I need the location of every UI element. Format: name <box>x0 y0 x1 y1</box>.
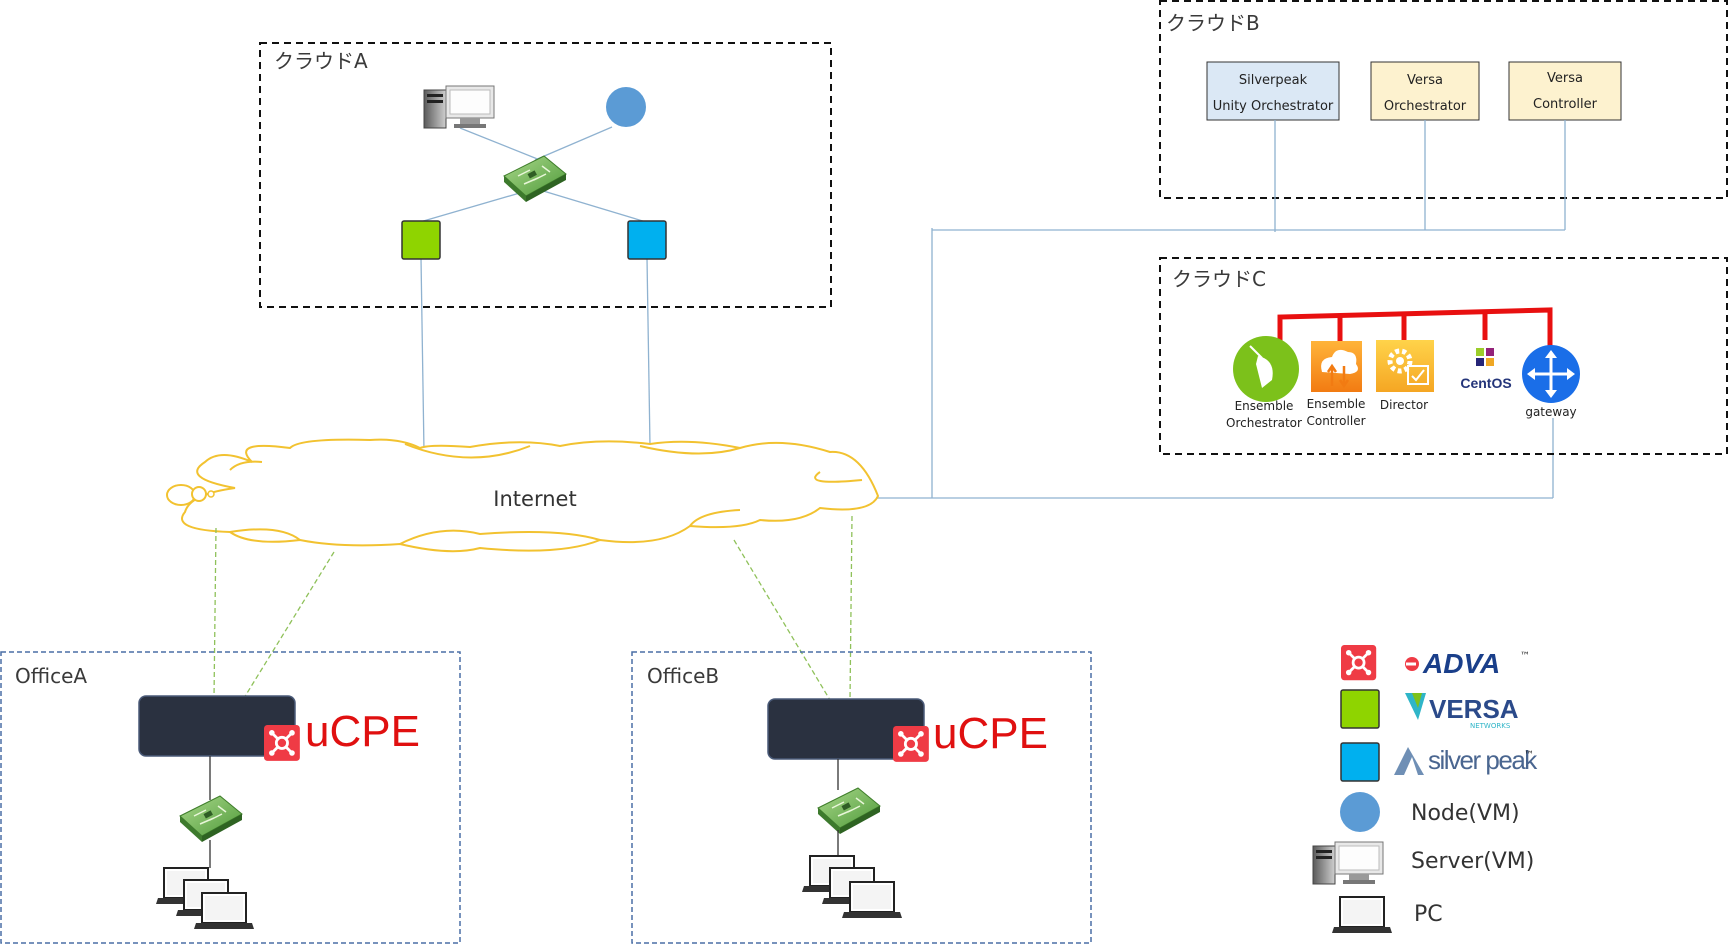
adva-icon <box>891 724 931 764</box>
cloud-a-title: クラウドA <box>274 49 368 73</box>
cloud-b-title: クラウドB <box>1166 11 1260 35</box>
svg-text:™: ™ <box>1524 750 1534 761</box>
svg-text:™: ™ <box>1520 651 1530 662</box>
cloud-a-group: クラウドA <box>259 42 832 453</box>
ensemble-controller-icon <box>1311 341 1362 392</box>
node-legend-label: Node(VM) <box>1411 801 1520 826</box>
svg-text:VERSA: VERSA <box>1429 694 1519 724</box>
gateway-router-icon <box>1522 345 1580 403</box>
legend: ADVA ™ VERSA NETWORKS silver peak ™ Node… <box>1312 643 1540 934</box>
management-links <box>870 120 1566 499</box>
internet-label: Internet <box>493 487 576 511</box>
cloud-c-group: クラウドC Ensemble Orchestrator Ensemble Con… <box>1159 257 1728 455</box>
director-label: Director <box>1380 398 1428 412</box>
versa-orchestrator-line1: Versa <box>1407 73 1443 88</box>
office-a-title: OfficeA <box>15 664 87 688</box>
pc-legend-label: PC <box>1414 902 1443 927</box>
red-bus <box>1277 307 1553 347</box>
versa-controller-line2: Controller <box>1533 97 1598 112</box>
office-a-frame <box>0 651 461 944</box>
centos-label: CentOS <box>1460 375 1511 391</box>
versa-legend-icon <box>1340 689 1380 729</box>
ensemble-orchestrator-line2: Orchestrator <box>1226 416 1302 430</box>
laptop-icon <box>841 881 903 919</box>
server-legend-icon <box>1312 841 1384 885</box>
office-b-frame <box>631 651 1092 944</box>
versa-controller-box <box>1508 61 1622 121</box>
ensemble-orchestrator-icon <box>1233 336 1299 402</box>
silverpeak-orchestrator-line2: Unity Orchestrator <box>1213 99 1334 114</box>
silverpeak-node-icon <box>627 220 667 260</box>
adva-icon <box>262 723 302 763</box>
server-legend-label: Server(VM) <box>1411 849 1534 874</box>
silverpeak-orchestrator-line1: Silverpeak <box>1239 73 1308 88</box>
svg-text:NETWORKS: NETWORKS <box>1470 722 1511 730</box>
versa-orchestrator-box <box>1370 61 1480 121</box>
versa-node-icon <box>401 220 441 260</box>
versa-orchestrator-line2: Orchestrator <box>1384 99 1467 114</box>
ucpe-label-b: uCPE <box>933 709 1048 758</box>
office-links <box>213 515 853 701</box>
cloud-b-group: クラウドB Silverpeak Unity Orchestrator Vers… <box>1159 0 1728 199</box>
office-b-group: OfficeB uCPE <box>631 651 1092 944</box>
cloud-c-frame <box>1159 257 1728 455</box>
silverpeak-legend-icon <box>1340 742 1380 782</box>
director-icon <box>1376 340 1434 392</box>
ucpe-label-a: uCPE <box>305 707 420 756</box>
adva-legend-icon <box>1339 643 1378 682</box>
cloud-c-title: クラウドC <box>1172 267 1266 291</box>
switch-board-icon <box>817 787 881 835</box>
office-a-group: OfficeA uCPE <box>0 651 461 944</box>
ensemble-controller-line2: Controller <box>1306 414 1365 428</box>
versa-logo: VERSA NETWORKS <box>1405 693 1519 730</box>
internet-cloud: Internet <box>166 438 880 553</box>
gateway-label: gateway <box>1525 405 1576 419</box>
cloud-a-frame <box>259 42 832 308</box>
office-b-title: OfficeB <box>647 664 719 688</box>
silverpeak-logo: silver peak ™ <box>1394 745 1540 775</box>
ensemble-orchestrator-line1: Ensemble <box>1235 399 1294 413</box>
versa-controller-line1: Versa <box>1547 71 1583 86</box>
svg-text:ADVA: ADVA <box>1422 648 1500 679</box>
node-legend-icon <box>1340 792 1380 832</box>
server-icon <box>423 85 495 129</box>
ensemble-controller-line1: Ensemble <box>1307 397 1366 411</box>
centos-icon <box>1476 348 1494 366</box>
cloud-b-frame <box>1159 0 1728 199</box>
node-vm-icon <box>606 87 646 127</box>
laptop-icon <box>193 892 255 930</box>
svg-text:silver peak: silver peak <box>1428 745 1538 775</box>
silverpeak-orchestrator-box <box>1206 61 1340 121</box>
switch-board-icon <box>179 795 243 843</box>
pc-legend-icon <box>1331 896 1393 934</box>
adva-logo: ADVA ™ <box>1405 648 1530 679</box>
